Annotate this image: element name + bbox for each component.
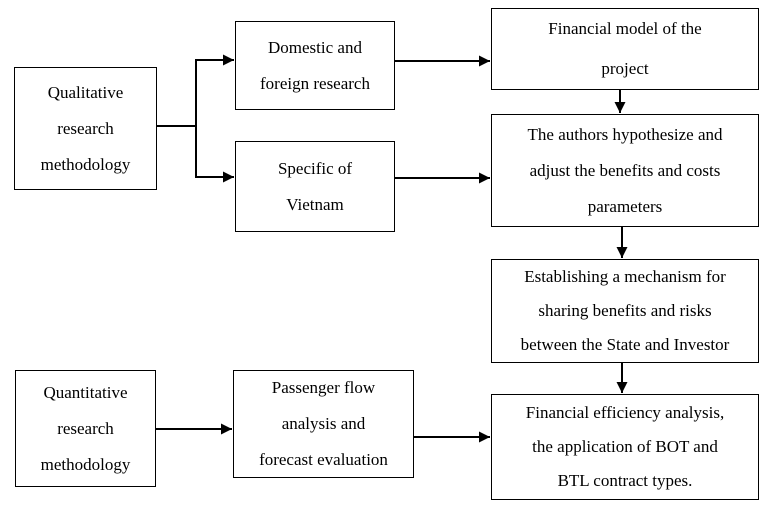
box-specific-label: Specific of Vietnam [277,158,353,214]
box-financial-efficiency-analysis: Financial efficiency analysis, the appli… [491,394,759,500]
box-authors-hypothesize-adjust: The authors hypothesize and adjust the b… [491,114,759,227]
box-passenger-flow-analysis: Passenger flow analysis and forecast eva… [233,370,414,478]
box-passenger-label: Passenger flow analysis and forecast eva… [259,378,388,469]
box-efficiency-label: Financial efficiency analysis, the appli… [525,403,725,490]
box-authors-label: The authors hypothesize and adjust the b… [527,124,723,216]
box-quantitative-label: Quantitative research methodology [40,382,131,474]
box-domestic-foreign-research: Domestic and foreign research [235,21,395,110]
box-quantitative-research-methodology: Quantitative research methodology [15,370,156,487]
box-financial-model-of-project: Financial model of the project [491,8,759,90]
box-qualitative-label: Qualitative research methodology [40,82,131,174]
box-domestic-label: Domestic and foreign research [260,37,370,93]
box-establishing-sharing-mechanism: Establishing a mechanism for sharing ben… [491,259,759,363]
box-qualitative-research-methodology: Qualitative research methodology [14,67,157,190]
box-specific-of-vietnam: Specific of Vietnam [235,141,395,232]
box-establishing-label: Establishing a mechanism for sharing ben… [520,267,730,354]
box-financial-model-label: Financial model of the project [548,19,702,78]
